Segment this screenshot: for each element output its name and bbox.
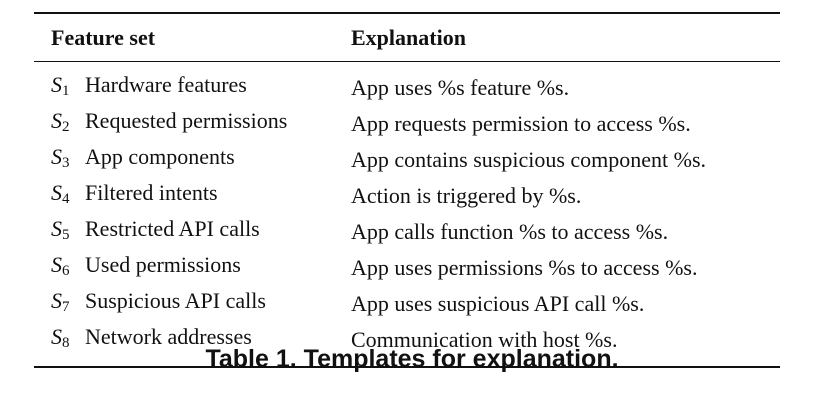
feature-symbol: S1 <box>51 72 70 99</box>
table-row: S1 Hardware features App uses %s feature … <box>34 62 780 106</box>
table-bottom-rule <box>34 366 780 368</box>
feature-symbol: S4 <box>51 180 70 207</box>
feature-name: App components <box>85 144 235 169</box>
explanation-cell: App contains suspicious component %s. <box>351 147 707 172</box>
feature-symbol: S2 <box>51 108 70 135</box>
table-row: S2 Requested permissions App requests per… <box>34 106 780 142</box>
feature-symbol: S6 <box>51 252 70 279</box>
explanation-cell: App calls function %s to access %s. <box>351 219 669 244</box>
feature-cell: S4 Filtered intents <box>34 178 351 214</box>
feature-symbol: S5 <box>51 216 70 243</box>
feature-name: Requested permissions <box>85 108 288 133</box>
table-row: S5 Restricted API calls App calls functio… <box>34 214 780 250</box>
feature-name: Hardware features <box>85 72 247 97</box>
feature-name: Filtered intents <box>85 180 218 205</box>
feature-name: Network addresses <box>85 324 252 349</box>
explanation-cell: App uses permissions %s to access %s. <box>351 255 698 280</box>
feature-cell: S1 Hardware features <box>34 62 351 106</box>
explanation-cell: App uses %s feature %s. <box>351 75 570 100</box>
table-row: S6 Used permissions App uses permissions … <box>34 250 780 286</box>
header-feature-set: Feature set <box>51 24 156 50</box>
feature-name: Used permissions <box>85 252 241 277</box>
table-row: S3 App components App contains suspicious… <box>34 142 780 178</box>
table-row: S7 Suspicious API calls App uses suspicio… <box>34 286 780 322</box>
table-top-rule <box>34 12 780 14</box>
feature-cell: S5 Restricted API calls <box>34 214 351 250</box>
table-header: Feature set Explanation <box>34 14 780 61</box>
feature-symbol: S7 <box>51 288 70 315</box>
feature-cell: S3 App components <box>34 142 351 178</box>
table-header-rule <box>34 61 780 62</box>
feature-cell: S6 Used permissions <box>34 250 351 286</box>
table-row: S8 Network addresses Communication with h… <box>34 322 780 366</box>
feature-name: Restricted API calls <box>85 216 260 241</box>
explanation-cell: Action is triggered by %s. <box>351 183 582 208</box>
table-body: S1 Hardware features App uses %s feature … <box>34 62 780 366</box>
header-explanation: Explanation <box>351 24 466 50</box>
feature-symbol: S8 <box>51 324 70 351</box>
explanation-cell: App uses suspicious API call %s. <box>351 291 645 316</box>
feature-cell: S8 Network addresses <box>34 322 351 366</box>
table-caption: Table 1. Templates for explanation. <box>205 345 619 373</box>
feature-cell: S7 Suspicious API calls <box>34 286 351 322</box>
table-row: S4 Filtered intents Action is triggered b… <box>34 178 780 214</box>
feature-symbol: S3 <box>51 144 70 171</box>
feature-name: Suspicious API calls <box>85 288 266 313</box>
table: Feature set Explanation <box>34 14 780 61</box>
templates-table: Feature set Explanation S1 Hardware featu… <box>34 12 780 368</box>
feature-cell: S2 Requested permissions <box>34 106 351 142</box>
header-row: Feature set Explanation <box>34 14 780 61</box>
explanation-cell: Communication with host %s. <box>351 327 618 352</box>
explanation-cell: App requests permission to access %s. <box>351 111 691 136</box>
